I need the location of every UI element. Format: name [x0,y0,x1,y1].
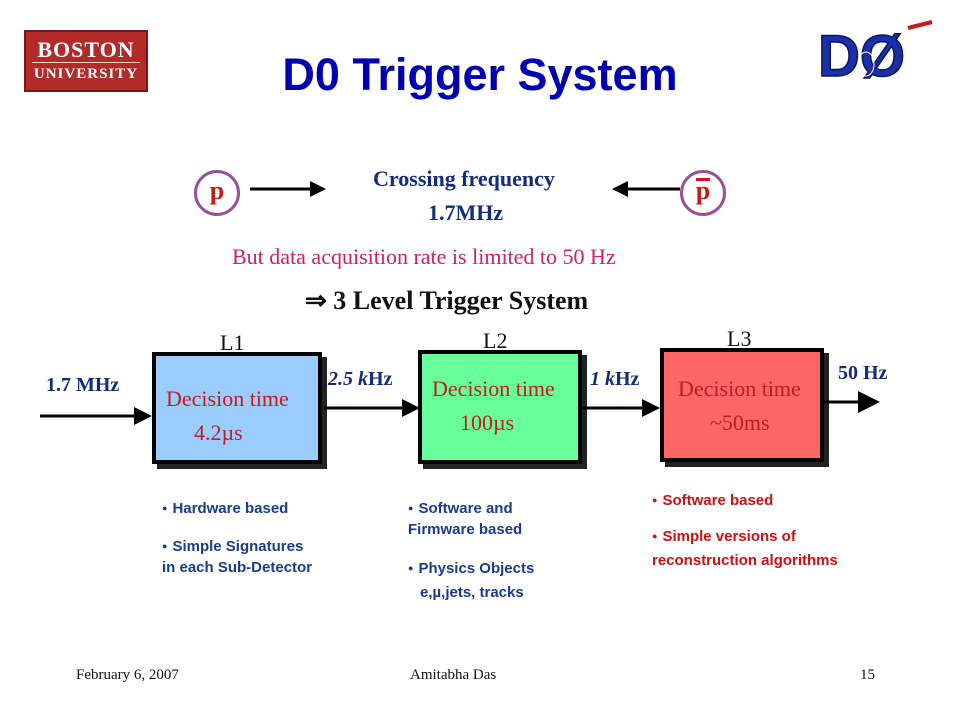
level-2-label: L2 [483,328,508,353]
level-1-decision-label: Decision time [166,386,289,411]
footer-date: February 6, 2007 [76,667,179,683]
bullet-dot: ● [652,531,658,541]
level-2-decision-time: 100µs [460,410,515,435]
footer-author: Amitabha Das [410,667,497,683]
output-rate: 50 Hz [838,362,888,384]
level-1-label: L1 [220,330,245,355]
boston-university-logo: BOSTON UNIVERSITY [24,30,148,92]
antiproton-bar [696,178,710,181]
rate-after-l1-prefix: k [358,368,368,390]
l2-bullet-2-text: Physics Objects [418,560,535,577]
bullet-dot: ● [162,541,168,551]
l3-bullet-1-text: Software based [662,492,774,509]
l2-bullet-1-continued: Firmware based [408,521,523,538]
slide-title: D0 Trigger System [282,49,678,100]
l2-bullet-1: ● Software and [408,498,513,519]
l2-bullet-2-continued: e,µ,jets, tracks [420,584,524,601]
logo-text-line1: BOSTON [37,37,135,62]
input-arrow [40,407,152,425]
rate-after-l2-unit: Hz [615,368,640,390]
footer-page-number: 15 [860,667,875,683]
level-3-decision-time: ~50ms [710,410,770,435]
crossing-frequency-label: Crossing frequency [373,166,555,191]
level-1-block: Decision time 4.2µs [152,352,322,464]
antiproton-circle: p [680,170,726,216]
antiproton-arrow [612,181,680,197]
d0-logo-text: DØ [818,24,905,89]
arrow-l1-to-l2 [324,399,420,417]
level-2-decision-label: Decision time [432,376,555,401]
bullet-dot: ● [408,503,414,513]
l3-bullet-2-continued: reconstruction algorithms [652,552,838,569]
rate-after-l1: 2.5 kHz [328,368,392,391]
daq-limit-text: But data acquisition rate is limited to … [232,244,616,269]
rate-after-l1-unit: Hz [368,368,393,390]
crossing-frequency-value: 1.7MHz [428,200,504,225]
l1-bullet-1-text: Hardware based [172,500,289,517]
level-3-decision-label: Decision time [678,376,801,401]
antiproton-label: p [695,176,711,205]
logo-divider [32,62,140,63]
level-2-block: Decision time 100µs [418,350,582,464]
rate-after-l2: 1 kHz [590,368,639,391]
bullet-dot: ● [162,503,168,513]
rate-after-l1-value: 2.5 [328,368,358,390]
l3-bullet-1: ● Software based [652,490,773,511]
l3-bullet-2-text: Simple versions of [662,528,796,545]
logo-text-line2: UNIVERSITY [33,66,139,82]
output-arrow [824,391,880,413]
l1-bullet-2-text: Simple Signatures [172,538,304,555]
l1-bullet-1: ● Hardware based [162,498,288,519]
l2-bullet-2: ● Physics Objects [408,558,534,579]
level-3-block: Decision time ~50ms [660,348,824,462]
rate-after-l2-prefix: k [605,368,615,390]
three-level-trigger-heading: ⇒ 3 Level Trigger System [305,286,589,315]
arrow-l2-to-l3 [582,399,660,417]
proton-circle: p [194,170,240,216]
l3-bullet-2: ● Simple versions of [652,526,796,547]
bullet-dot: ● [408,563,414,573]
d0-experiment-logo: DØ [812,20,936,90]
bullet-dot: ● [652,495,658,505]
level-3-label: L3 [727,326,752,351]
proton-arrow [250,181,326,197]
level-1-decision-time: 4.2µs [194,420,243,445]
l1-bullet-2-continued: in each Sub-Detector [162,559,313,576]
rate-after-l2-value: 1 [590,368,605,390]
proton-label: p [209,176,225,205]
l1-bullet-2: ● Simple Signatures [162,536,303,557]
l2-bullet-1-text: Software and [418,500,513,517]
input-rate: 1.7 MHz [46,374,120,396]
